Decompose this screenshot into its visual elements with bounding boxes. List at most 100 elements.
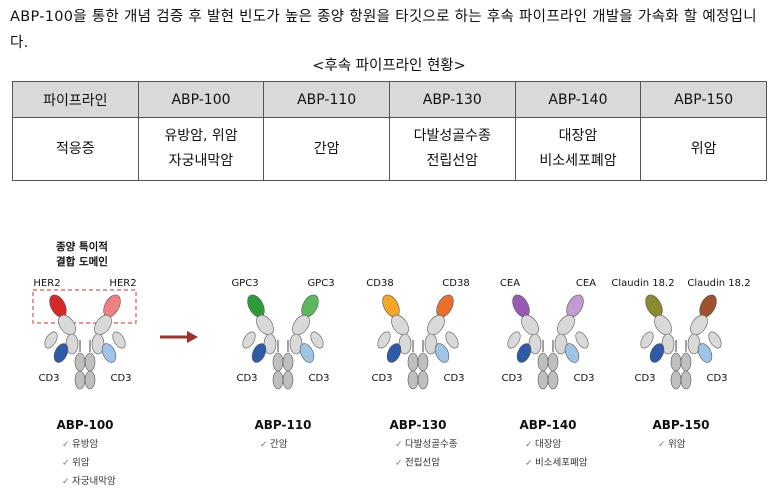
cd3-label-right: CD3	[443, 373, 464, 384]
target-label-left: GPC3	[231, 278, 258, 289]
cd3-label-right: CD3	[706, 373, 727, 384]
target-label-left: CEA	[500, 278, 520, 289]
cd3-label-right: CD3	[308, 373, 329, 384]
indication-item: 위암	[72, 457, 90, 469]
cd3-label-left: CD3	[634, 373, 655, 384]
cd3-domain-right	[564, 343, 580, 363]
fc-domain	[547, 352, 559, 372]
fc-domain	[84, 352, 96, 372]
cd3-domain-left	[53, 343, 69, 363]
check-icon: ✓	[525, 459, 533, 469]
indication-item: 위암	[668, 438, 686, 450]
indication-item: 간암	[270, 438, 288, 450]
antibody-name: ABP-130	[389, 418, 446, 432]
binding-domain-box	[32, 289, 137, 324]
fc-domain	[547, 370, 559, 390]
cd3-domain-right	[299, 343, 315, 363]
target-label-right: Claudin 18.2	[687, 278, 750, 289]
cd3-domain-left	[386, 343, 402, 363]
header-cell: ABP-150	[640, 81, 767, 118]
light-chain-left	[242, 331, 256, 349]
header-cell: ABP-100	[137, 81, 265, 118]
indication-item: 비소세포폐암	[535, 457, 588, 469]
antibody-name: ABP-150	[652, 418, 709, 432]
fc-domain	[417, 370, 429, 390]
intro-paragraph: ABP-100을 통한 개념 검증 후 발현 빈도가 높은 종양 항원을 타깃으…	[10, 9, 757, 51]
arrow-icon	[160, 331, 198, 343]
cd3-domain-left	[516, 343, 532, 363]
fc-domain	[282, 352, 294, 372]
heavy-chain-left-mid	[398, 333, 412, 355]
target-label-right: HER2	[109, 278, 136, 289]
cd3-label-left: CD3	[371, 373, 392, 384]
cd3-label-right: CD3	[110, 373, 131, 384]
target-label-left: HER2	[33, 278, 60, 289]
heavy-chain-right-mid	[554, 333, 568, 355]
heavy-chain-right-mid	[91, 333, 105, 355]
fc-domain	[74, 352, 86, 372]
cd3-domain-right	[697, 343, 713, 363]
table-cell: 유방암, 위암 자궁내막암	[137, 117, 265, 181]
table-cell: 적응증	[12, 117, 139, 181]
target-label-left: CD38	[366, 278, 393, 289]
fc-domain	[282, 370, 294, 390]
cd3-domain-right	[101, 343, 117, 363]
pipeline-table: 파이프라인 ABP-100 ABP-110 ABP-130 ABP-140 AB…	[12, 81, 767, 181]
light-chain-right	[112, 331, 126, 349]
light-chain-right	[575, 331, 589, 349]
indication-item: 자궁내막암	[72, 475, 116, 487]
target-label-right: CEA	[576, 278, 596, 289]
table-cell: 간암	[263, 117, 390, 181]
heavy-chain-right-mid	[289, 333, 303, 355]
check-icon: ✓	[395, 459, 403, 469]
check-icon: ✓	[395, 440, 403, 450]
antibody-name: ABP-100	[56, 418, 113, 432]
antibody-name: ABP-140	[519, 418, 576, 432]
table-caption: <후속 파이프라인 현황>	[312, 58, 466, 74]
check-icon: ✓	[62, 477, 70, 487]
table-header-row: 파이프라인 ABP-100 ABP-110 ABP-130 ABP-140 AB…	[12, 81, 767, 118]
table-cell: 위암	[640, 117, 767, 181]
light-chain-left	[507, 331, 521, 349]
table-cell: 다발성골수종 전립선암	[388, 117, 516, 181]
check-icon: ✓	[62, 459, 70, 469]
check-icon: ✓	[525, 440, 533, 450]
header-cell: ABP-130	[388, 81, 516, 118]
cd3-domain-left	[649, 343, 665, 363]
binding-domain-label: 결합 도메인	[56, 255, 108, 268]
header-cell: ABP-140	[514, 81, 642, 118]
header-cell: 파이프라인	[12, 81, 139, 118]
indication-item: 전립선암	[405, 457, 440, 469]
heavy-chain-right-mid	[687, 333, 701, 355]
light-chain-left	[640, 331, 654, 349]
fc-domain	[670, 352, 682, 372]
heavy-chain-left-mid	[528, 333, 542, 355]
cd3-label-left: CD3	[236, 373, 257, 384]
indication-item: 다발성골수종	[405, 439, 458, 450]
cd3-domain-right	[434, 343, 450, 363]
light-chain-right	[310, 331, 324, 349]
light-chain-right	[708, 331, 722, 349]
fc-domain	[680, 370, 692, 390]
heavy-chain-right-mid	[424, 333, 438, 355]
target-label-right: CD38	[442, 278, 469, 289]
fc-domain	[84, 370, 96, 390]
binding-domain-label: 종양 특이적	[56, 240, 108, 253]
indication-item: 유방암	[72, 438, 98, 450]
header-cell: ABP-110	[263, 81, 390, 118]
indication-item: 대장암	[535, 438, 561, 450]
table-cell: 대장암 비소세포폐암	[514, 117, 642, 181]
fc-domain	[537, 370, 549, 390]
fc-domain	[537, 352, 549, 372]
fc-domain	[670, 370, 682, 390]
fc-domain	[680, 352, 692, 372]
target-label-right: GPC3	[307, 278, 334, 289]
target-label-left: Claudin 18.2	[611, 278, 674, 289]
check-icon: ✓	[62, 440, 70, 450]
check-icon: ✓	[260, 440, 268, 450]
